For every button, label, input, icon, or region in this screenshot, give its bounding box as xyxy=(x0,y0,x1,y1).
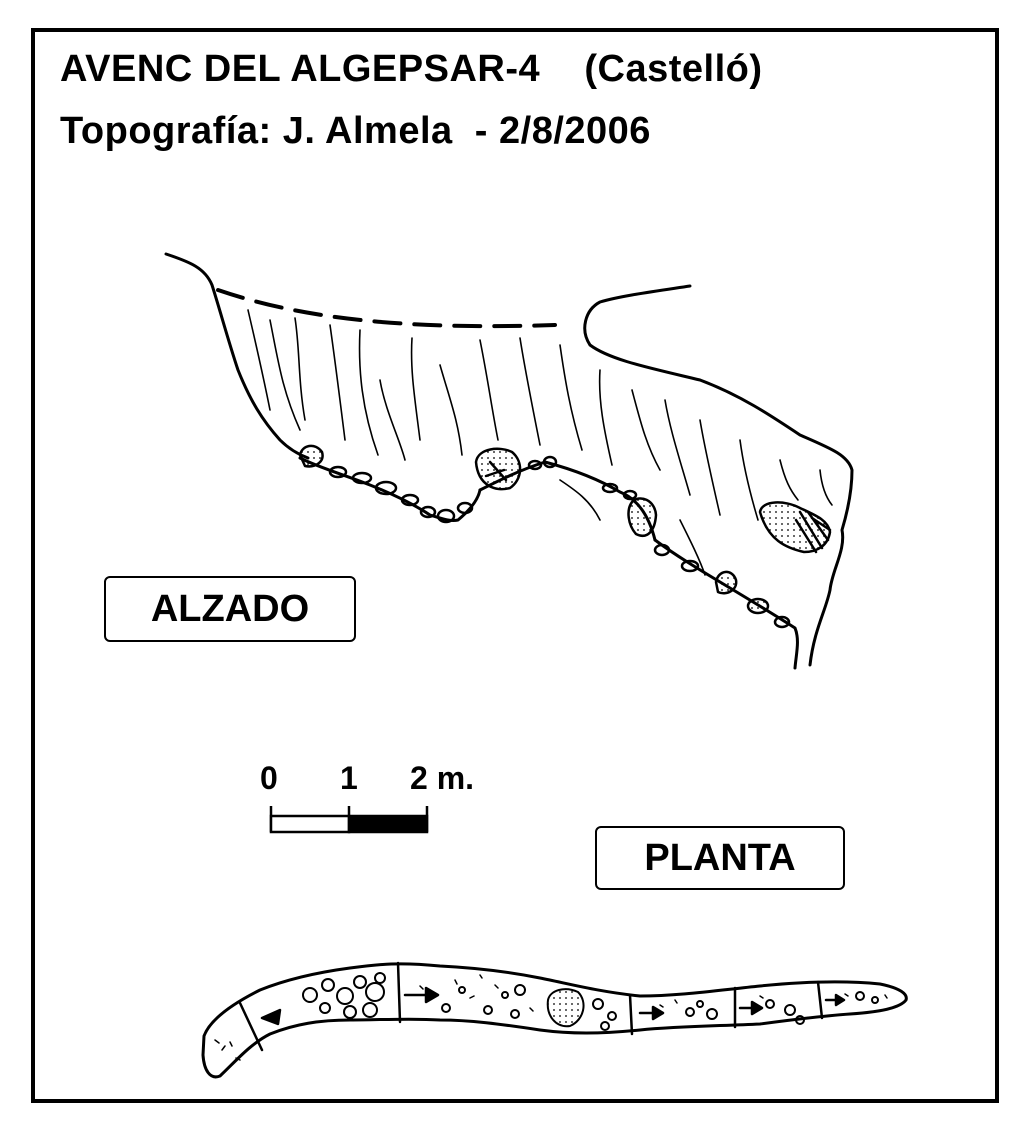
elevation-floor-1 xyxy=(298,456,482,522)
map-frame xyxy=(31,28,999,1103)
elevation-view xyxy=(164,252,854,670)
scale-label-1: 1 xyxy=(340,760,358,796)
scale-bar xyxy=(269,806,429,834)
wall-striations xyxy=(247,309,833,576)
plan-rocks xyxy=(302,972,879,1031)
entrance-dashed-line xyxy=(216,288,557,329)
cave-title: AVENC DEL ALGEPSAR-4 (Castelló) xyxy=(60,48,763,90)
plan-arrows xyxy=(260,986,846,1026)
elevation-floor-3 xyxy=(653,538,799,670)
plan-view xyxy=(201,961,908,1079)
elevation-label: ALZADO xyxy=(104,576,356,642)
scale-label-0: 0 xyxy=(260,760,278,796)
plan-sections xyxy=(238,961,824,1052)
scale-segment-black xyxy=(347,814,429,834)
elevation-right-wall xyxy=(583,284,854,667)
elevation-left-wall xyxy=(164,252,310,460)
floor-boulders xyxy=(298,444,832,629)
plan-label: PLANTA xyxy=(595,826,845,890)
survey-credit: Topografía: J. Almela - 2/8/2006 xyxy=(60,110,651,152)
plan-outline xyxy=(201,962,908,1079)
plan-gravel xyxy=(214,974,888,1061)
scale-segment-white xyxy=(269,814,351,834)
scale-label-2: 2 m. xyxy=(410,760,475,796)
